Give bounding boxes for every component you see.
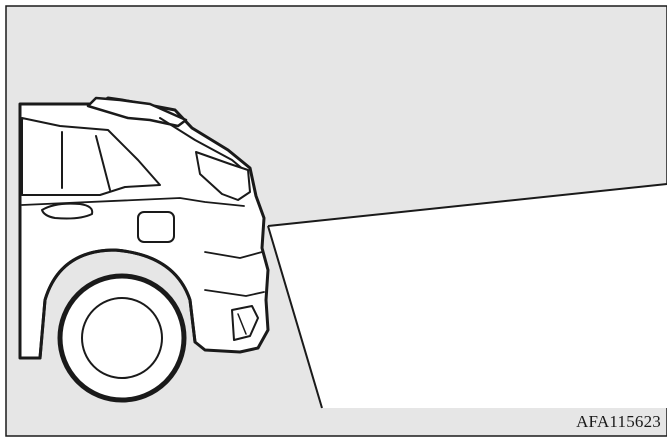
wheel-rim bbox=[82, 298, 162, 378]
figure-code: AFA115623 bbox=[576, 412, 661, 432]
fuel-lid bbox=[138, 212, 174, 242]
door-handle bbox=[42, 204, 92, 219]
